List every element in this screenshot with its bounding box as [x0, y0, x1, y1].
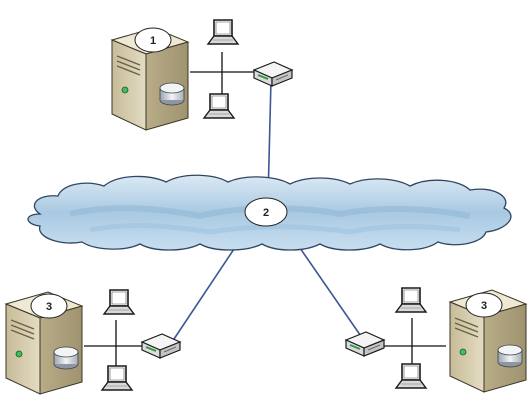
right-site — [345, 287, 527, 393]
network-switch-icon — [253, 61, 293, 87]
badge-top-server: 1 — [134, 27, 172, 53]
top-site — [111, 19, 293, 131]
disk-icon — [497, 344, 523, 368]
label-cloud: 2 — [263, 207, 269, 219]
laptop-icon — [101, 365, 133, 391]
label-top-server: 1 — [150, 35, 156, 47]
badge-left-server: 3 — [30, 293, 68, 319]
label-left-server: 3 — [46, 301, 52, 313]
laptop-icon — [395, 287, 427, 313]
left-site — [5, 289, 181, 395]
laptop-icon — [203, 93, 235, 119]
laptop-icon — [395, 363, 427, 389]
laptop-icon — [207, 19, 239, 45]
laptop-icon — [103, 289, 135, 315]
disk-icon — [53, 346, 79, 370]
network-switch-icon — [345, 331, 385, 357]
disk-icon — [159, 82, 185, 106]
label-right-server: 3 — [481, 300, 487, 312]
badge-right-server: 3 — [465, 292, 503, 318]
badge-cloud: 2 — [244, 197, 288, 227]
